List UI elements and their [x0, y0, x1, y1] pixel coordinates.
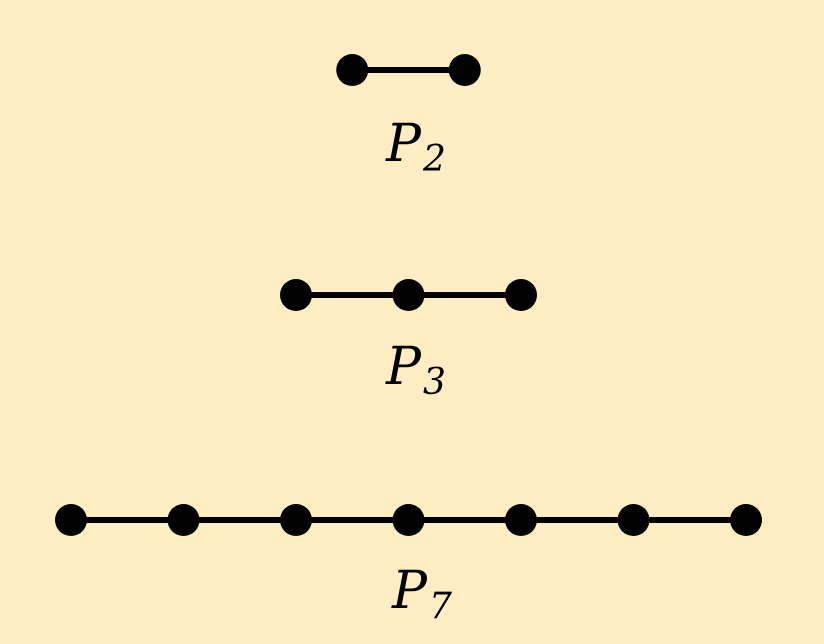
graph-p3-vertices	[280, 279, 537, 311]
graph-p3-vertex-3	[505, 279, 537, 311]
graph-p2-vertex-1	[336, 54, 369, 86]
graph-p3-label-subscript: 3	[423, 362, 446, 403]
graph-p2-label-name: P	[385, 114, 422, 174]
graph-p7-label-subscript: 7	[429, 586, 452, 627]
graph-p7-vertex-7	[730, 504, 762, 536]
graph-p3-label: P3	[385, 337, 446, 403]
graph-p2: P2	[336, 54, 481, 180]
graph-p2-vertices	[336, 54, 481, 86]
graph-p3-vertex-2	[392, 279, 425, 311]
graph-p7-vertex-4	[392, 504, 425, 536]
graph-p2-vertex-2	[448, 54, 481, 86]
graph-p7-vertex-2	[167, 504, 200, 536]
graph-p7: P7	[55, 504, 762, 627]
graph-p7-vertex-1	[55, 504, 87, 536]
graph-p7-label-name: P	[391, 561, 428, 621]
graph-p3-label-name: P	[385, 337, 422, 397]
graph-p2-label: P2	[385, 114, 446, 180]
graph-p7-vertex-3	[280, 504, 312, 536]
graph-p7-label: P7	[391, 561, 452, 627]
graph-p3-vertex-1	[280, 279, 312, 311]
graph-p7-vertex-6	[617, 504, 650, 536]
graph-p2-label-subscript: 2	[422, 139, 446, 180]
graph-p7-vertex-5	[505, 504, 537, 536]
graph-p3: P3	[280, 279, 537, 403]
graph-p7-vertices	[55, 504, 762, 536]
